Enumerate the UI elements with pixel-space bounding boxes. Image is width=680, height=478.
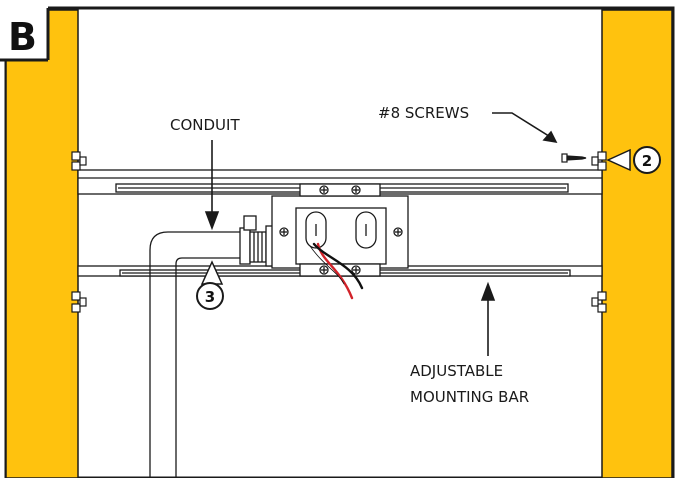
right-joist: [601, 9, 673, 478]
conduit-label: CONDUIT: [170, 116, 240, 134]
junction-box: [271, 183, 409, 277]
screws-label: #8 SCREWS: [378, 104, 469, 122]
left-joist: [5, 9, 79, 478]
bar-clips: [71, 151, 607, 313]
callout-2: 2: [606, 146, 661, 174]
screw-icon: [561, 153, 587, 163]
mounting-bar-label-line1: ADJUSTABLE: [410, 362, 503, 380]
callout-3: 3: [196, 260, 224, 310]
wires: [309, 242, 364, 300]
step-badge: B: [0, 6, 50, 62]
callout-3-number: 3: [205, 288, 215, 306]
screws-arrow: [492, 112, 558, 144]
callout-2-number: 2: [642, 152, 652, 170]
step-letter: B: [8, 15, 37, 59]
conduit-arrow: [204, 140, 220, 231]
conduit-pipe: [149, 215, 275, 478]
mounting-bar-arrow: [480, 281, 496, 356]
mounting-bar-label-line2: MOUNTING BAR: [410, 388, 529, 406]
